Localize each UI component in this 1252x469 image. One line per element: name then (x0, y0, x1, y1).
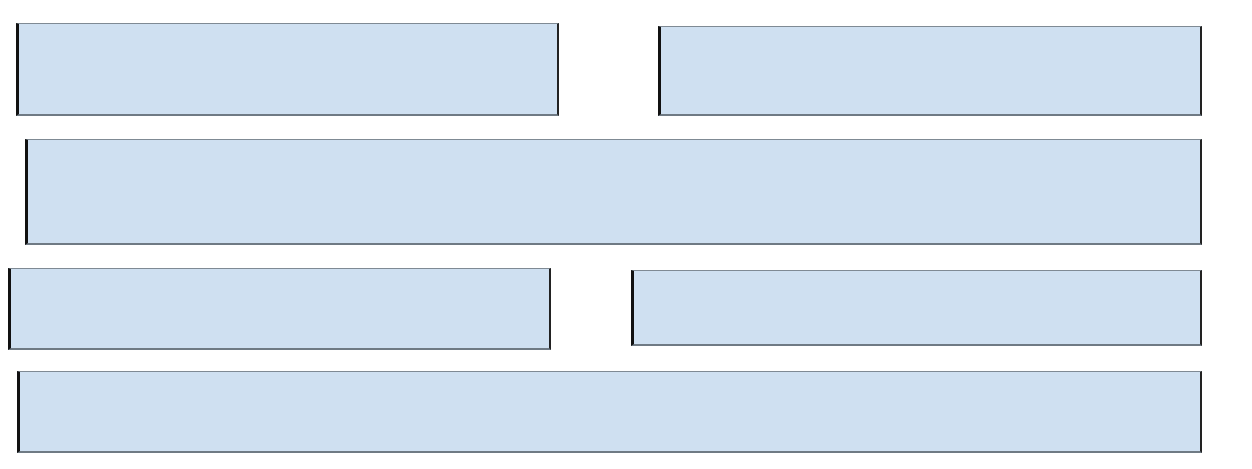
box-bottom-wide (17, 371, 1202, 453)
box-middle-wide (25, 139, 1202, 245)
box-top-right (658, 26, 1202, 116)
box-lower-right (631, 270, 1202, 346)
box-lower-left (8, 268, 551, 350)
box-top-left (16, 23, 559, 116)
